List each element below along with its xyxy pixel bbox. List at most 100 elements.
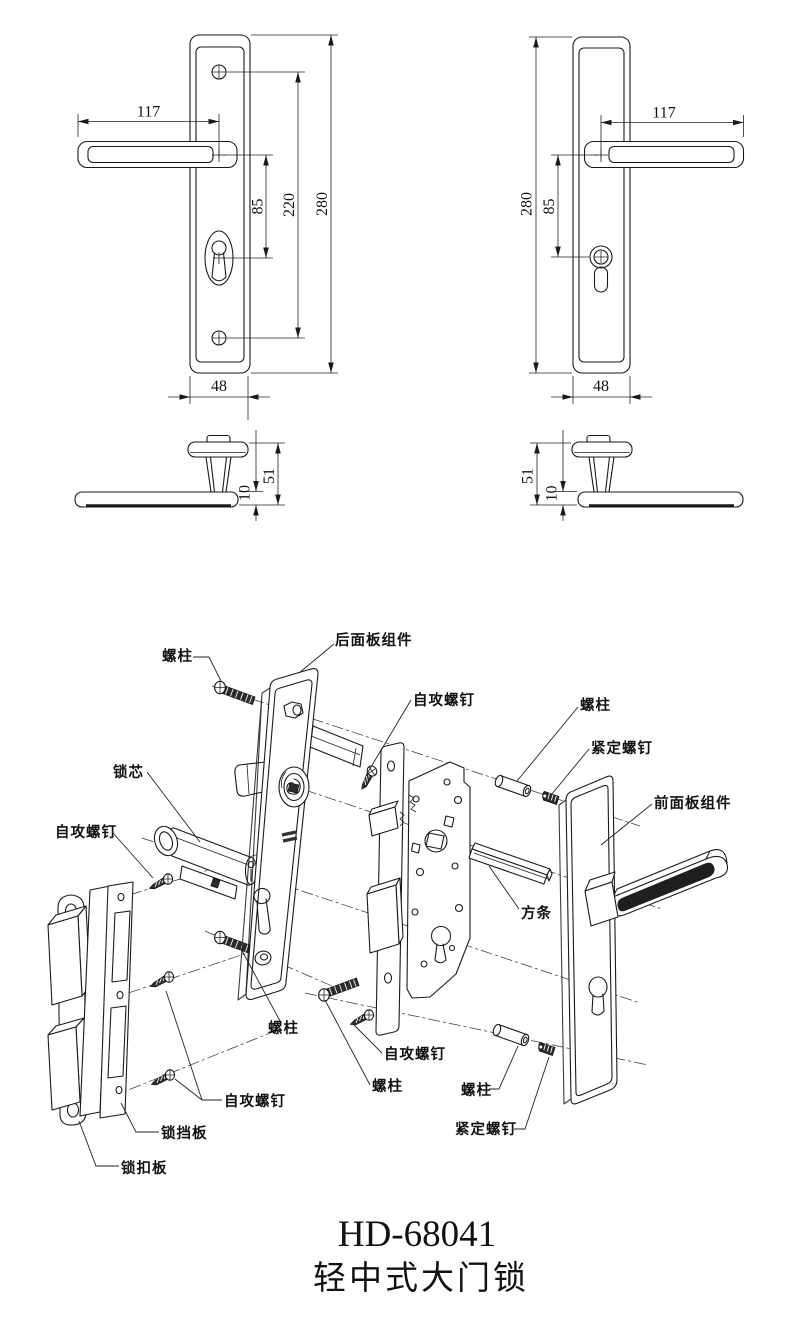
- interior-plate-outline: [189, 34, 251, 374]
- dim-interior-handle-length: 117: [77, 104, 220, 158]
- ortho-view-interior: 117 85 220 280 48: [77, 34, 338, 420]
- dim-value-117: 117: [137, 104, 160, 121]
- label-lock-baffle-plate: 锁挡板: [120, 1102, 208, 1142]
- deadbolt-drawing: [366, 877, 404, 954]
- label-stud-top-right: 螺柱: [516, 696, 611, 782]
- part-label: 前面板组件: [654, 794, 732, 812]
- part-label: 螺柱: [162, 647, 193, 665]
- dim-exterior-handle-length: 117: [600, 105, 744, 158]
- latch-bolt-drawing: [368, 800, 405, 837]
- side-view-left: 51 10: [74, 430, 285, 521]
- part-label: 紧定螺钉: [455, 1120, 517, 1138]
- dim-side-left-thickness: 10: [237, 430, 263, 521]
- dim-value-10: 10: [544, 486, 561, 502]
- front-handle-hub: [584, 871, 619, 927]
- lock-cylinder-drawing: [153, 825, 258, 900]
- dim-interior-plate-height: 280: [251, 34, 338, 374]
- self-tapping-screw-part: [149, 971, 175, 988]
- dim-value-48: 48: [593, 378, 609, 395]
- stud-screw-part: [214, 680, 256, 706]
- label-lock-cylinder: 锁芯: [113, 763, 201, 843]
- label-stud-bottom-right: 螺柱: [461, 1045, 519, 1099]
- dim-exterior-plate-height: 280: [519, 36, 572, 374]
- dim-value-117: 117: [652, 105, 675, 122]
- label-stud-center: 螺柱: [324, 999, 402, 1095]
- dim-value-280: 280: [519, 192, 536, 216]
- dim-interior-plate-width: 48: [168, 376, 270, 420]
- dim-side-right-height: 51: [520, 442, 577, 506]
- part-label: 自攻螺钉: [384, 1045, 446, 1063]
- dim-value-51: 51: [520, 468, 537, 484]
- fixing-boss-top: [283, 701, 304, 719]
- dim-value-51: 51: [261, 468, 278, 484]
- rear-plate-keyhole: [253, 887, 271, 935]
- dim-exterior-handle-to-cylinder: 85: [541, 154, 598, 258]
- ortho-view-exterior: 117 280 85 48: [519, 36, 745, 404]
- part-label: 紧定螺钉: [591, 739, 653, 757]
- dim-side-left-height: 51: [239, 442, 285, 506]
- exploded-assembly-view: 螺柱 后面板组件 自攻螺钉 螺柱 紧定螺钉 前面板组件 锁芯 自攻螺钉: [47, 631, 732, 1177]
- rear-panel-drawing: [234, 668, 364, 1001]
- interior-keyhole: [204, 230, 234, 286]
- label-front-panel-assembly: 前面板组件: [600, 794, 732, 846]
- label-lock-strike-plate: 锁扣板: [78, 1120, 168, 1177]
- mortise-lock-body-drawing: [406, 761, 471, 999]
- screw-top-icon: [211, 64, 227, 80]
- part-label: 后面板组件: [335, 631, 413, 649]
- dim-value-280: 280: [314, 192, 331, 216]
- label-set-screw-bottom-right: 紧定螺钉: [455, 1056, 550, 1138]
- self-tapping-screw-part: [349, 1009, 375, 1026]
- handle-lever-profile: [577, 491, 744, 508]
- baffle-plate-drawing: [79, 881, 134, 1119]
- side-view-right: 51 10: [520, 430, 744, 521]
- part-label: 螺柱: [268, 1019, 299, 1037]
- dim-value-48: 48: [211, 378, 227, 395]
- exterior-handle-lever: [583, 140, 745, 169]
- title-block: HD-68041 轻中式大门锁: [313, 1214, 526, 1297]
- interior-plate-inner-panel: [195, 46, 245, 363]
- dim-value-85: 85: [250, 199, 267, 215]
- set-screw-part: [542, 790, 560, 805]
- front-panel-drawing: [558, 775, 729, 1105]
- label-stud-top-left: 螺柱: [162, 647, 222, 682]
- dim-interior-screw-spacing: 220: [227, 71, 305, 339]
- part-label: 自攻螺钉: [413, 691, 475, 709]
- part-label: 锁扣板: [121, 1159, 168, 1177]
- front-handle-lever: [609, 849, 729, 917]
- part-label: 螺柱: [461, 1081, 492, 1099]
- part-label: 自攻螺钉: [224, 1092, 286, 1110]
- fixing-boss-bottom: [254, 950, 272, 966]
- label-stud-mid-left: 螺柱: [239, 946, 299, 1037]
- self-tapping-screw-part: [353, 763, 382, 791]
- part-label: 锁芯: [113, 763, 144, 781]
- label-square-spindle-bar: 方条: [488, 865, 552, 922]
- connecting-stud-part: [493, 773, 533, 799]
- handle-lever-profile: [74, 491, 239, 508]
- part-label: 方条: [521, 904, 552, 922]
- self-tapping-screw-part: [148, 873, 174, 890]
- part-label: 锁挡板: [161, 1124, 208, 1142]
- dim-value-85: 85: [541, 199, 558, 215]
- exterior-cylinder-face: [589, 245, 613, 293]
- dim-value-220: 220: [281, 193, 298, 217]
- strike-dust-box-top: [47, 905, 91, 1006]
- part-label: 螺柱: [580, 696, 611, 714]
- exterior-plate-inner-panel: [578, 47, 625, 363]
- stud-screw-part: [318, 977, 360, 1002]
- handle-rose-cap: [187, 441, 249, 458]
- model-number: HD-68041: [338, 1214, 496, 1255]
- label-self-tapping-screw-top-center: 自攻螺钉: [367, 691, 475, 773]
- dim-interior-handle-to-keyhole: 85: [222, 154, 273, 259]
- spindle-bar-drawing: [468, 842, 553, 885]
- front-plate-keyhole: [588, 976, 608, 1016]
- handle-rose-cap: [571, 441, 633, 458]
- label-self-tapping-screw-center: 自攻螺钉: [353, 1024, 446, 1063]
- interior-handle-lever: [77, 140, 238, 169]
- dim-exterior-plate-width: 48: [551, 376, 652, 404]
- screw-bottom-icon: [211, 330, 227, 346]
- label-rear-panel-assembly: 后面板组件: [298, 631, 413, 674]
- handle-stem: [588, 456, 615, 493]
- dim-value-10: 10: [237, 485, 254, 501]
